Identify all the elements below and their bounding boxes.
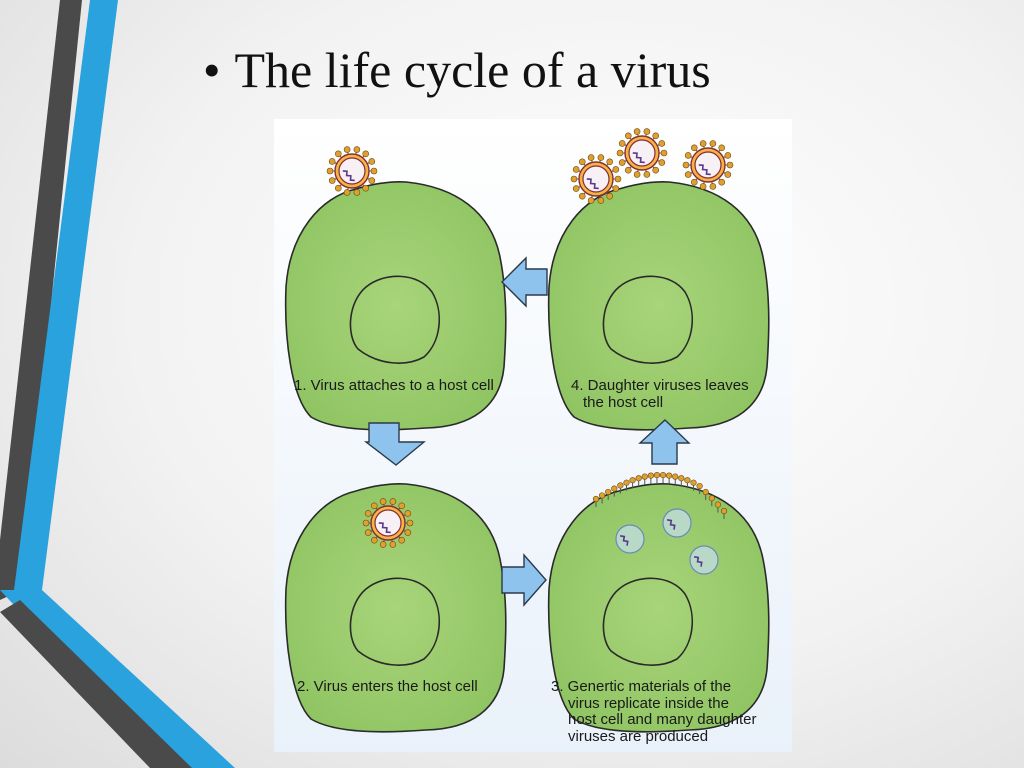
bud-particle [611,485,618,492]
blue-stripe-bottom [0,590,235,768]
caption-line: viruses are produced [568,727,709,745]
bud-particle [617,482,624,489]
bud-particle [629,477,636,484]
virus-particle [570,154,622,204]
slide-title: •The life cycle of a virus [203,38,711,102]
blue-stripe-top [14,0,118,590]
budding-particles [592,471,728,519]
bud-particle [666,472,673,479]
virus-particle [682,140,734,190]
caption-step-4: 4. Daughter viruses leaves the host cell [571,377,749,411]
bud-particle [714,501,722,508]
virus-layer [326,128,734,548]
arrow-left [501,256,548,308]
caption-line: virus replicate inside the [568,694,729,712]
arrow-up [638,419,691,465]
virus-particle [616,128,668,178]
caption-step-2: 2. Virus enters the host cell [297,678,478,696]
caption-step-3: 3. Genertic materials of the virus repli… [551,678,757,745]
arrow-right [501,553,547,607]
title-text: The life cycle of a virus [234,42,711,98]
bud-particle [598,492,606,499]
bud-particle [702,488,709,496]
bud-particle [672,473,679,480]
caption-line: 3. Genertic materials of the [551,678,732,695]
bud-particle [708,495,715,502]
bud-particle [659,471,667,479]
dark-stripe-top [0,0,82,600]
virus-particle [326,146,378,196]
bud-particle [592,495,600,503]
dark-stripe-bottom [0,600,192,768]
bud-particle [690,479,697,486]
bud-particle [678,475,685,482]
bud-particle [696,482,703,490]
caption-step-1: 1. Virus attaches to a host cell [294,377,494,395]
replicating-genome-vesicles [615,508,719,575]
caption-line: 4. Daughter viruses leaves [571,377,749,394]
bud-particle [641,473,648,480]
caption-line: the host cell [583,393,664,411]
bud-particle [653,471,661,479]
bud-particle [647,472,654,479]
caption-line: 1. Virus attaches to a host cell [294,377,494,394]
bud-particle [605,488,612,496]
bud-particle [635,475,642,482]
bullet-glyph: • [203,42,221,98]
bud-particle [720,507,728,515]
arrow-down [363,422,426,466]
life-cycle-figure: 1. Virus attaches to a host cell 4. Daug… [274,119,792,752]
caption-line: host cell and many daughter [568,711,757,728]
bud-particle [684,477,691,484]
life-cycle-diagram [284,128,770,733]
bud-particle [623,479,630,486]
caption-line: 2. Virus enters the host cell [297,678,478,695]
virus-particle [362,498,414,548]
